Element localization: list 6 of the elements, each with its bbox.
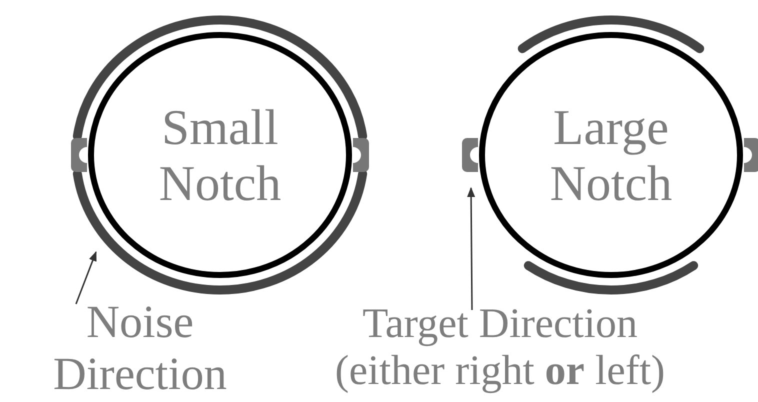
callout-text: Target Direction (either right or left) — [334, 300, 666, 396]
callout-text: Noise Direction — [52, 296, 228, 400]
leader-arrow — [75, 251, 97, 304]
ring-label: Large Notch — [548, 99, 674, 211]
ring-label: Small Notch — [158, 99, 282, 211]
leader-arrow — [467, 187, 476, 310]
